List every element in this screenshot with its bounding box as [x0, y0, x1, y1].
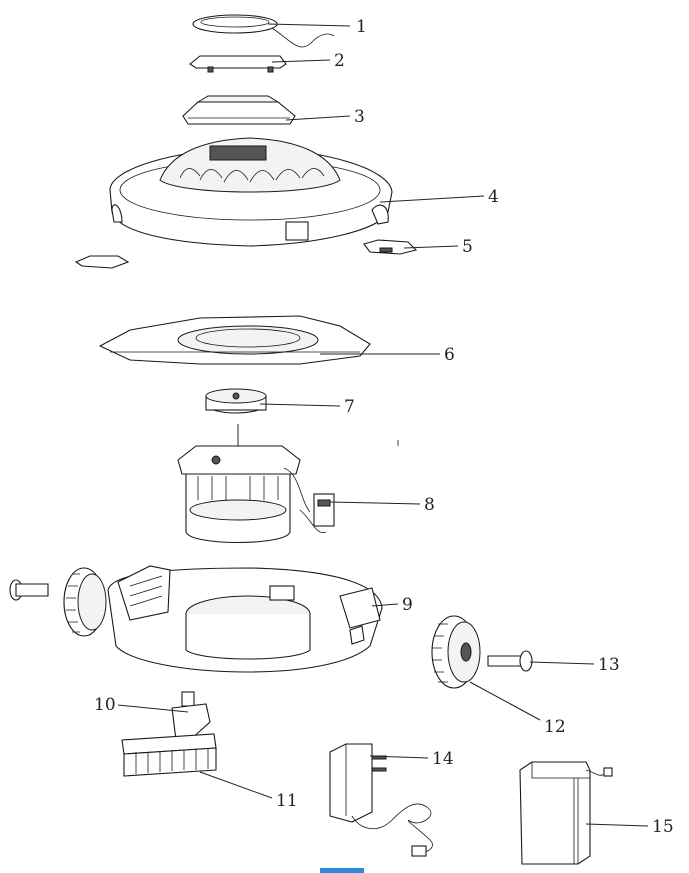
bottom-accent-bar: [320, 868, 364, 873]
left-wheel: [63, 567, 107, 637]
callout-2: 2: [334, 51, 345, 71]
callout-11: 11: [276, 791, 298, 811]
part-15-battery: [519, 761, 613, 865]
callout-3: 3: [354, 107, 365, 127]
part-4-top-shell: [109, 137, 393, 247]
callout-7: 7: [344, 397, 355, 417]
part-12-right-wheel: [431, 615, 481, 689]
part-13-right-axle: [487, 650, 533, 672]
part-5-clip-right: [363, 239, 418, 255]
callout-9: 9: [402, 595, 413, 615]
part-7-impeller: [205, 388, 267, 414]
part-1-cap-ring: [192, 14, 335, 48]
part-5-clip-left: [74, 255, 130, 269]
callout-15: 15: [652, 817, 674, 837]
callout-labels: 1 2 3 4 5 6 7 8 9 10 11 12 13 14 15: [94, 17, 674, 837]
callout-8: 8: [424, 495, 435, 515]
part-2-cover-plate: [189, 55, 287, 73]
callout-5: 5: [462, 237, 473, 257]
part-3-handle-top: [182, 95, 296, 125]
part-10-brush-holder: [171, 691, 211, 752]
part-11-brush: [121, 733, 217, 777]
left-axle: [9, 579, 49, 601]
callout-14: 14: [432, 749, 454, 769]
callout-6: 6: [444, 345, 455, 365]
callout-4: 4: [488, 187, 499, 207]
part-6-middle-plate: [98, 315, 371, 365]
callout-1: 1: [356, 17, 367, 37]
part-14-charger: [329, 743, 433, 857]
callout-12: 12: [544, 717, 566, 737]
leader-lines: [117, 23, 649, 827]
part-8-pump-motor: [177, 424, 335, 544]
callout-10: 10: [94, 695, 116, 715]
part-9-base-chassis: [107, 565, 383, 673]
callout-13: 13: [598, 655, 620, 675]
